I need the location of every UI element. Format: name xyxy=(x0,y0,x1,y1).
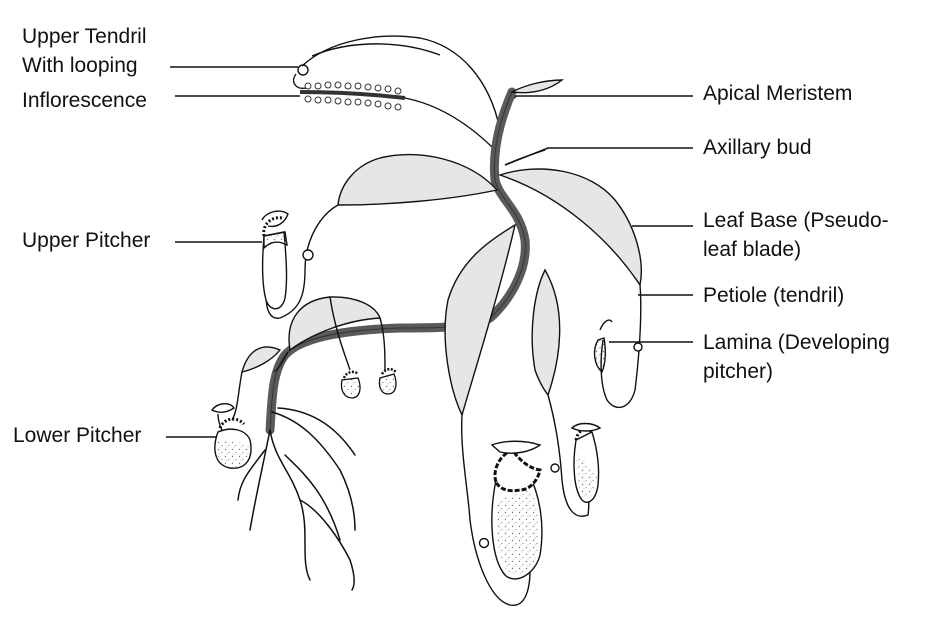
label-lower-pitcher: Lower Pitcher xyxy=(13,424,142,447)
leader-axillary-bud xyxy=(504,147,693,166)
label-lamina-line2: pitcher) xyxy=(703,360,774,383)
label-upper-tendril-line2: With looping xyxy=(22,54,138,77)
leader-apical-meristem xyxy=(507,95,693,105)
lamina-drawing xyxy=(593,319,643,374)
label-upper-tendril-line1: Upper Tendril xyxy=(22,25,147,48)
leaf-middle xyxy=(444,223,517,417)
central-pitcher-drawing xyxy=(478,440,543,580)
tendrils xyxy=(231,204,642,606)
label-axillary-bud: Axillary bud xyxy=(703,136,812,159)
right-pitcher-drawing xyxy=(550,422,602,503)
apical-meristem-drawing xyxy=(504,79,564,166)
label-upper-pitcher: Upper Pitcher xyxy=(22,229,151,252)
label-lamina-line1: Lamina (Developing xyxy=(703,331,890,354)
leaf-lower-small xyxy=(288,296,381,352)
lower-pitcher-drawing xyxy=(210,403,252,469)
upper-pitcher-drawing xyxy=(261,210,314,310)
small-pitchers xyxy=(273,351,397,399)
leaf-right-narrow xyxy=(531,268,561,397)
inflorescence-drawing xyxy=(299,81,496,151)
leaves xyxy=(241,153,642,417)
label-leaf-base-line2: leaf blade) xyxy=(703,238,802,261)
label-leaf-base-line1: Leaf Base (Pseudo- xyxy=(703,209,889,232)
upper-tendril xyxy=(292,35,501,131)
leaf-upper-right xyxy=(497,168,642,287)
leaf-upper-left xyxy=(337,153,499,206)
label-petiole: Petiole (tendril) xyxy=(703,284,845,307)
roots xyxy=(237,407,356,591)
label-inflorescence: Inflorescence xyxy=(22,89,147,112)
label-apical-meristem: Apical Meristem xyxy=(703,82,853,105)
